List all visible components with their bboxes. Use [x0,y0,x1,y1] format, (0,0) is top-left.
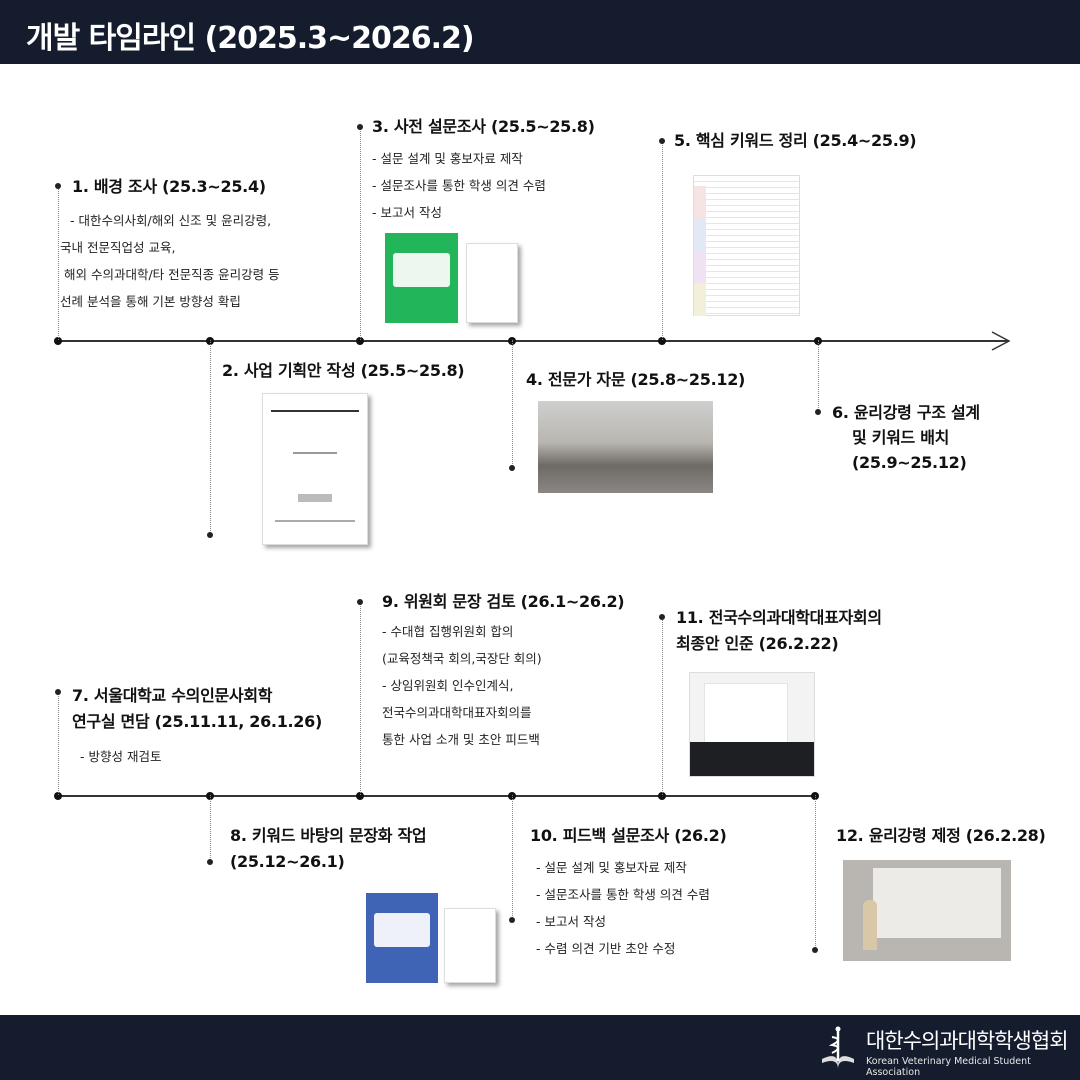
item-2-title: 2. 사업 기획안 작성 (25.5~25.8) [222,361,465,380]
connector [818,340,819,412]
item-11-title: 11. 전국수의과대학대표자회의 최종안 인준 (26.2.22) [676,605,882,657]
connector [512,340,513,468]
feedback-report-image [444,908,496,983]
title-line: 6. 윤리강령 구조 설계 [832,403,980,422]
item-7-desc: - 방향성 재검토 [80,749,162,764]
marker-dot [357,124,363,130]
timeline-dot [356,792,364,800]
desc-line: 통한 사업 소개 및 초안 피드백 [382,732,540,747]
desc-line: - 설문 설계 및 홍보자료 제작 [536,860,687,875]
survey-poster-image [385,233,458,323]
timeline-axis-bottom [58,795,815,797]
feedback-poster-image [366,893,438,983]
desc-line: - 수렴 의견 기반 초안 수정 [536,941,676,956]
marker-dot [812,947,818,953]
item-6-title: 6. 윤리강령 구조 설계 및 키워드 배치 (25.9~25.12) [832,400,980,475]
title-line: (25.9~25.12) [852,453,967,472]
item-10-title: 10. 피드백 설문조사 (26.2) [530,826,727,845]
association-logo-icon [822,1026,854,1069]
item-9-desc: - 수대협 집행위원회 합의 (교육정책국 회의,국장단 회의) - 상임위원회… [382,618,542,753]
org-name-en: Korean Veterinary Medical Student Associ… [866,1056,1031,1078]
timeline-axis-top [58,340,1008,342]
marker-dot [509,465,515,471]
item-5-title: 5. 핵심 키워드 정리 (25.4~25.9) [674,131,917,150]
survey-report-image [466,243,518,323]
marker-dot [815,409,821,415]
header: 개발 타임라인 (2025.3~2026.2) [0,0,1080,64]
connector [662,141,663,340]
desc-line: - 상임위원회 인수인계식, [382,678,514,693]
timeline-dot [356,337,364,345]
desc-line: 해외 수의과대학/타 전문직종 윤리강령 등 [60,267,280,282]
item-1-title: 1. 배경 조사 (25.3~25.4) [72,177,266,196]
connector [58,692,59,795]
desc-line: 선례 분석을 통해 기본 방향성 확립 [60,294,241,309]
item-8-title: 8. 키워드 바탕의 문장화 작업 (25.12~26.1) [230,823,427,875]
desc-line: - 보고서 작성 [372,205,442,220]
connector [360,127,361,340]
meeting-screenshot-image [689,672,815,777]
item-3-desc: - 설문 설계 및 홍보자료 제작 - 설문조사를 통한 학생 의견 수렴 - … [372,145,546,226]
connector [210,340,211,535]
marker-dot [207,532,213,538]
item-7-title: 7. 서울대학교 수의인문사회학 연구실 면담 (25.11.11, 26.1.… [72,683,322,735]
item-4-title: 4. 전문가 자문 (25.8~25.12) [526,370,746,389]
expert-consultation-photo [538,401,713,493]
connector [815,795,816,950]
marker-dot [357,599,363,605]
timeline-dot [54,792,62,800]
marker-dot [207,859,213,865]
item-10-desc: - 설문 설계 및 홍보자료 제작 - 설문조사를 통한 학생 의견 수렴 - … [536,854,710,962]
desc-line: - 설문조사를 통한 학생 의견 수렴 [536,887,710,902]
title-line: 및 키워드 배치 [852,428,950,447]
desc-line: 전국수의과대학대표자회의를 [382,705,532,720]
marker-dot [55,689,61,695]
timeline-dot [658,792,666,800]
item-1-desc: - 대한수의사회/해외 신조 및 윤리강령, 국내 전문직업성 교육, 해외 수… [60,207,280,315]
page-title: 개발 타임라인 (2025.3~2026.2) [26,21,475,56]
title-line: 8. 키워드 바탕의 문장화 작업 [230,826,427,845]
timeline-dot [54,337,62,345]
item-3-title: 3. 사전 설문조사 (25.5~25.8) [372,117,595,136]
connector [662,617,663,795]
marker-dot [659,138,665,144]
desc-line: - 수대협 집행위원회 합의 [382,624,514,639]
title-line: (25.12~26.1) [230,852,345,871]
desc-line: - 보고서 작성 [536,914,606,929]
connector [512,795,513,920]
footer: 대한수의과대학학생협회 Korean Veterinary Medical St… [0,1015,1080,1080]
plan-document-image [262,393,368,545]
marker-dot [55,183,61,189]
keyword-table-image [693,175,800,316]
org-name: 대한수의과대학학생협회 [866,1029,1069,1053]
item-12-title: 12. 윤리강령 제정 (26.2.28) [836,826,1046,845]
title-line: 연구실 면담 (25.11.11, 26.1.26) [72,712,322,731]
enactment-photo [843,860,1011,961]
title-line: 최종안 인준 (26.2.22) [676,634,839,653]
desc-line: 국내 전문직업성 교육, [60,240,176,255]
connector [210,795,211,862]
connector [58,186,59,340]
connector [360,602,361,795]
marker-dot [509,917,515,923]
arrow-right-icon [991,331,1011,351]
desc-line: - 대한수의사회/해외 신조 및 윤리강령, [70,213,272,228]
desc-line: - 설문조사를 통한 학생 의견 수렴 [372,178,546,193]
marker-dot [659,614,665,620]
timeline-dot [658,337,666,345]
title-line: 7. 서울대학교 수의인문사회학 [72,686,273,705]
item-9-title: 9. 위원회 문장 검토 (26.1~26.2) [382,592,625,611]
desc-line: - 설문 설계 및 홍보자료 제작 [372,151,523,166]
desc-line: (교육정책국 회의,국장단 회의) [382,651,542,666]
title-line: 11. 전국수의과대학대표자회의 [676,608,882,627]
